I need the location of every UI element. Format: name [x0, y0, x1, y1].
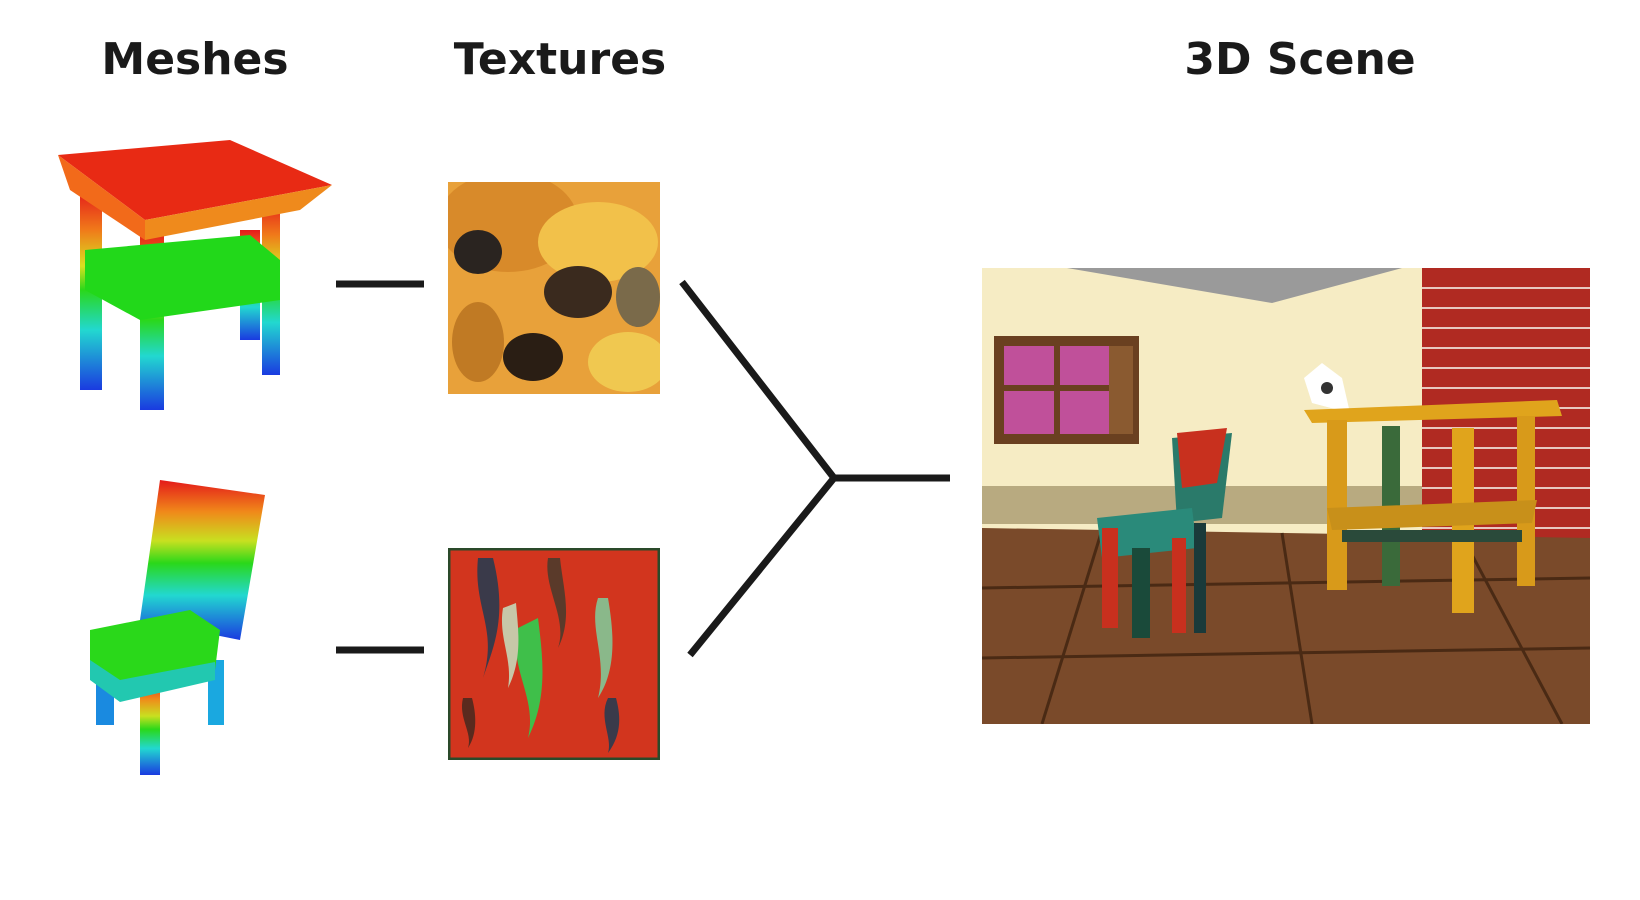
wooden-floor: [982, 528, 1590, 724]
merge-connector: [679, 279, 839, 658]
textures-heading: Textures: [453, 34, 667, 85]
table-texture: [448, 182, 660, 394]
meshes-heading: Meshes: [101, 34, 289, 85]
chair-mesh: [90, 480, 265, 775]
chair-texture: [448, 548, 660, 760]
scene-table: [1304, 400, 1562, 613]
scene-chair: [1097, 428, 1232, 638]
table-mesh: [58, 140, 332, 410]
scene-render: [982, 268, 1590, 724]
scene-heading: 3D Scene: [1184, 34, 1416, 85]
window: [994, 336, 1139, 444]
